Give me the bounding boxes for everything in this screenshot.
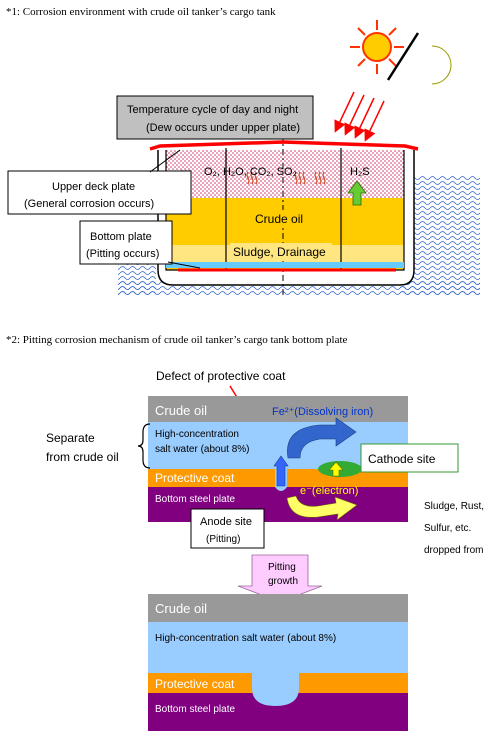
cathode-site-box	[360, 443, 459, 473]
tank-upper-deck	[149, 140, 419, 151]
salt-water-line2: salt water (about 8%)	[155, 444, 250, 455]
sludge-note-line1: Sludge, Rust,	[424, 501, 484, 512]
bottom-plate-callout	[79, 220, 173, 265]
temperature-cycle-line2: (Dew occurs under upper plate)	[146, 122, 300, 134]
anode-up-arrow-icon	[273, 455, 289, 487]
temperature-cycle-line1: Temperature cycle of day and night	[127, 104, 298, 116]
upper-deck-callout	[7, 170, 192, 215]
separate-line1: Separate	[46, 431, 95, 445]
temperature-cycle-box	[116, 95, 314, 140]
bottom-plate-line1: Bottom plate	[90, 231, 152, 243]
fig2-protective-coat-label: Protective coat	[155, 471, 235, 485]
sun-icon	[350, 20, 404, 74]
moon-icon	[431, 45, 452, 85]
anode-site-line1: Anode site	[200, 516, 252, 528]
tank-crude-oil-label: Crude oil	[255, 212, 303, 226]
fig3-salt-water-band	[148, 622, 408, 673]
h2s-up-arrow-icon	[347, 180, 367, 206]
upper-deck-pointer	[149, 149, 181, 173]
heat-ray-arrows	[334, 91, 385, 142]
separate-brace	[137, 423, 151, 469]
bottom-plate-line2: (Pitting occurs)	[86, 248, 159, 260]
fig3-salt-water-label: High-concentration salt water (about 8%)	[155, 633, 336, 644]
tank-bottom-plate	[166, 262, 404, 268]
gases-label: O₂, H₂O, CO₂, SO₂	[204, 166, 297, 178]
salt-water-line1: High-concentration	[155, 429, 239, 440]
electron-label: e⁻(electron)	[300, 485, 358, 497]
cathode-up-arrow-icon	[328, 461, 344, 477]
h2s-label: H₂S	[350, 166, 370, 178]
fig3-crude-oil-label: Crude oil	[155, 601, 207, 616]
fig3-steel-label: Bottom steel plate	[155, 704, 235, 715]
separate-line2: from crude oil	[46, 450, 119, 464]
anode-site-box	[190, 508, 265, 549]
fe-label: Fe²⁺(Dissolving iron)	[272, 406, 373, 418]
crude-oil-label-bg	[246, 210, 320, 227]
figure2-caption: *2: Pitting corrosion mechanism of crude…	[6, 334, 348, 346]
fig3-crude-oil-band	[148, 594, 408, 622]
sludge-note-line2: Sulfur, etc.	[424, 523, 471, 534]
fig2-crude-oil-label: Crude oil	[155, 403, 207, 418]
pit-start	[275, 487, 287, 491]
bottom-plate-pointer	[167, 261, 201, 269]
upper-deck-line2: (General corrosion occurs)	[24, 198, 154, 210]
fig2-steel-label: Bottom steel plate	[155, 494, 235, 505]
tank-sludge-label: Sludge, Drainage	[233, 245, 326, 259]
fig3-protective-coat-label: Protective coat	[155, 677, 235, 691]
anode-site-line2: (Pitting)	[206, 534, 240, 545]
day-night-divider	[386, 32, 420, 81]
upper-deck-line1: Upper deck plate	[52, 181, 135, 193]
electron-curved-arrow-icon	[286, 495, 358, 521]
sludge-note-line3: dropped from	[424, 545, 483, 556]
defect-label: Defect of protective coat	[156, 369, 286, 383]
cathode-site-label: Cathode site	[368, 452, 436, 466]
fig2-crude-oil-band	[148, 396, 408, 422]
pitting-growth-line2: growth	[268, 576, 298, 587]
sludge-label-bg	[230, 243, 332, 260]
fig3-pit	[252, 673, 299, 706]
pitting-growth-line1: Pitting	[268, 562, 296, 573]
fe-curved-arrow-icon	[287, 417, 357, 459]
figure1-caption: *1: Corrosion environment with crude oil…	[6, 6, 276, 18]
